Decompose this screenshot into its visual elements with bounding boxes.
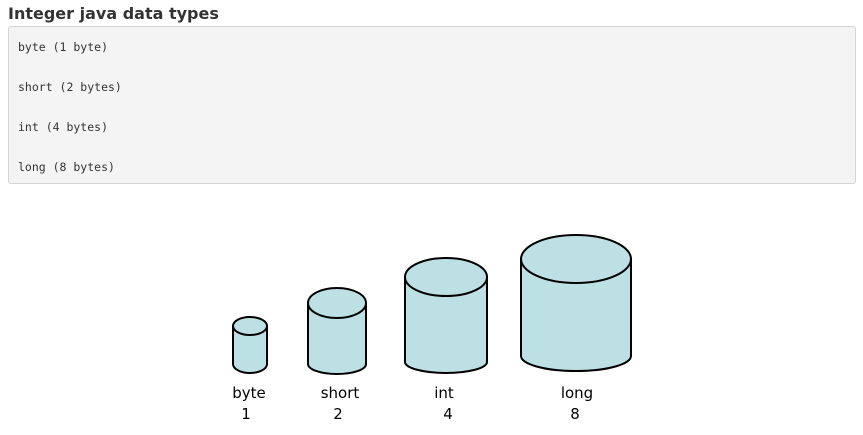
cylinder-short: short 2 bbox=[307, 287, 367, 423]
cylinder-long: long 8 bbox=[520, 234, 632, 423]
cylinder-byte-size: 1 bbox=[241, 405, 251, 423]
cylinder-int-body bbox=[404, 276, 488, 374]
code-line-int: int (4 bytes) bbox=[18, 120, 109, 134]
cylinder-byte-name: byte bbox=[232, 384, 266, 402]
cylinder-short-size: 2 bbox=[333, 405, 343, 423]
cylinder-short-name: short bbox=[321, 384, 360, 402]
cylinder-int-top bbox=[404, 257, 488, 297]
code-line-short: short (2 bytes) bbox=[18, 80, 122, 94]
page-title: Integer java data types bbox=[8, 4, 219, 23]
code-line-byte: byte (1 byte) bbox=[18, 40, 109, 54]
cylinder-long-name: long bbox=[561, 384, 593, 402]
cylinder-long-size: 8 bbox=[570, 405, 580, 423]
cylinder-byte: byte 1 bbox=[232, 316, 268, 423]
cylinder-byte-top bbox=[232, 316, 268, 336]
cylinder-int: int 4 bbox=[404, 257, 488, 423]
cylinder-int-size: 4 bbox=[443, 405, 453, 423]
cylinder-byte-body bbox=[232, 325, 268, 374]
cylinder-long-body bbox=[520, 258, 632, 372]
code-block: byte (1 byte) short (2 bytes) int (4 byt… bbox=[8, 26, 856, 184]
code-line-long: long (8 bytes) bbox=[18, 160, 115, 174]
cylinder-short-top bbox=[307, 287, 367, 319]
cylinder-long-top bbox=[520, 234, 632, 284]
cylinder-int-name: int bbox=[434, 384, 454, 402]
cylinder-short-body bbox=[307, 302, 367, 375]
